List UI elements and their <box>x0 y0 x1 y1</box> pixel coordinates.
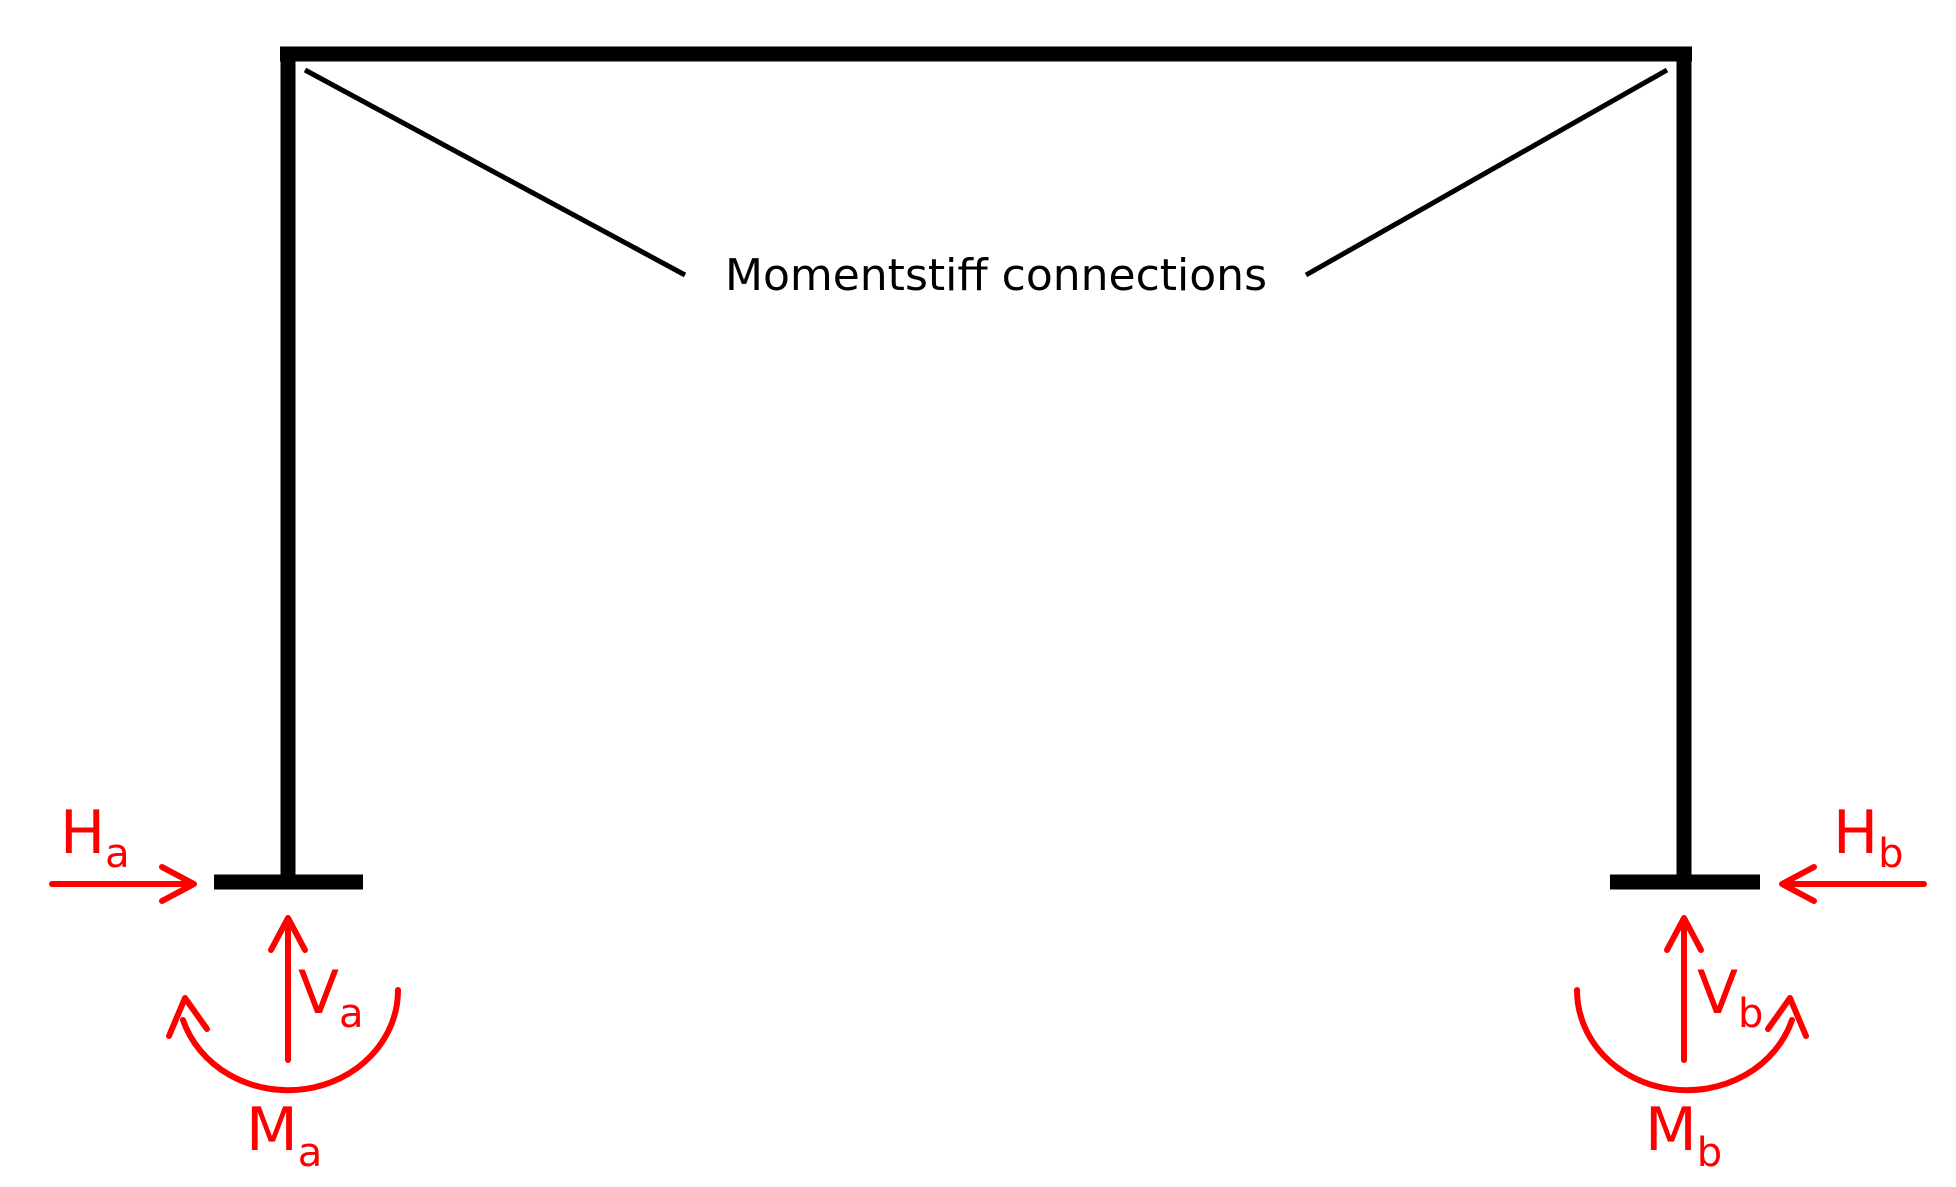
arrow-head-icon <box>159 864 197 904</box>
moment-arrow-a <box>180 987 402 1094</box>
support-a-reactions <box>49 864 402 1094</box>
portal-frame <box>214 46 1760 890</box>
connection-annotation: Momentstiff connections <box>725 250 1267 301</box>
annotation-leaders <box>303 67 1669 278</box>
label-hb: Hb <box>1833 798 1904 877</box>
leader-line-left <box>303 67 687 278</box>
arrow-head-icon <box>1765 995 1809 1039</box>
leader-line-right <box>1304 67 1669 278</box>
arrow-head-icon <box>268 915 308 953</box>
arrow-head-icon <box>1779 864 1817 904</box>
label-vb: Vb <box>1697 958 1763 1037</box>
label-ma: Ma <box>246 1095 322 1176</box>
label-mb: Mb <box>1645 1095 1722 1176</box>
reaction-labels: Ha Va Ma Hb Vb Mb <box>60 798 1904 1176</box>
label-ha: Ha <box>60 798 130 877</box>
label-va: Va <box>298 958 364 1037</box>
arrow-head-icon <box>166 995 210 1039</box>
moment-arrow-b <box>1573 987 1795 1094</box>
arrow-head-icon <box>1664 915 1704 953</box>
support-b-reactions <box>1573 864 1927 1094</box>
